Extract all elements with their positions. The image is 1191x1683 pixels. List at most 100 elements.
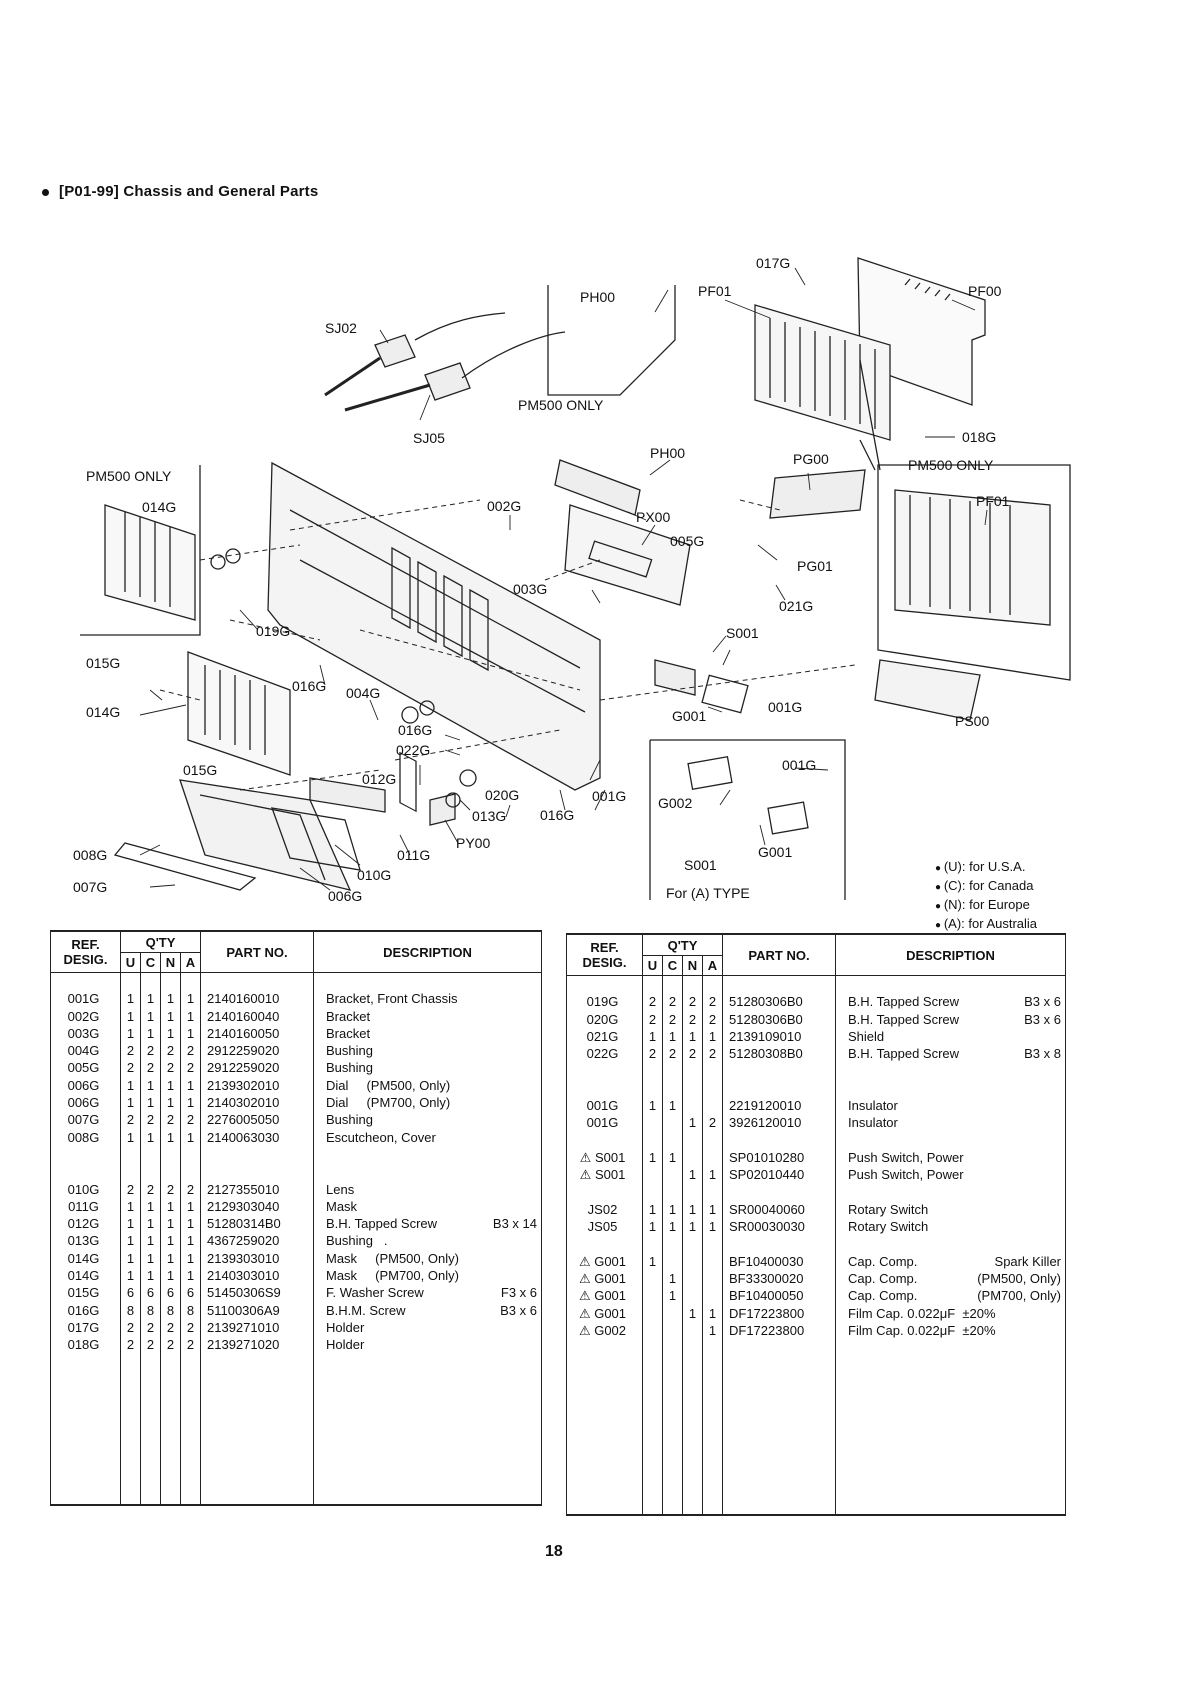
cell-part: BF10400030 <box>722 1252 836 1271</box>
cell-ref: 002G <box>50 1007 121 1025</box>
table-row <box>566 1062 1066 1080</box>
cell-u: 2 <box>120 1180 141 1198</box>
cell-c: 1 <box>140 1007 161 1025</box>
description-text: Bracket <box>326 1025 371 1041</box>
cell-c: 1 <box>662 1200 683 1219</box>
cell-part: SP02010440 <box>722 1166 836 1184</box>
lens-strip <box>309 777 386 813</box>
cell-ref: JS02 <box>566 1200 643 1219</box>
filler-cell <box>140 1353 161 1506</box>
label-004g: 004G <box>346 685 380 701</box>
label-py00: PY00 <box>456 835 490 851</box>
label-016g-c: 016G <box>540 807 574 823</box>
label-003g: 003G <box>513 581 547 597</box>
cell-a <box>702 1235 723 1253</box>
cell-n: 2 <box>160 1180 181 1198</box>
description-text: Holder <box>326 1319 365 1335</box>
exploded-view-diagram: SJ02 SJ05 PH00 PM500 ONLY PF01 017G PF00… <box>73 255 1071 904</box>
cell-a <box>702 975 723 994</box>
cell-a <box>702 1270 723 1288</box>
cell-ref: 022G <box>566 1045 643 1063</box>
cell-description: Holder <box>313 1318 542 1337</box>
cell-description: Dial (PM700, Only) <box>313 1094 542 1112</box>
cell-n <box>682 1062 703 1080</box>
table-filler-row <box>566 1339 1066 1517</box>
label-pf01-right: PF01 <box>976 493 1010 509</box>
cell-a: 1 <box>180 1076 201 1095</box>
label-pf00: PF00 <box>968 283 1002 299</box>
label-017g: 017G <box>756 255 790 271</box>
cell-ref: 010G <box>50 1180 121 1198</box>
cell-n <box>682 1287 703 1305</box>
label-021g: 021G <box>779 598 813 614</box>
cell-description: Bushing . <box>313 1232 542 1250</box>
cell-u: 6 <box>120 1284 141 1302</box>
header-ref: REF. <box>71 937 100 952</box>
label-sj05: SJ05 <box>413 430 445 446</box>
cell-c: 1 <box>662 1287 683 1305</box>
cell-a: 1 <box>180 1232 201 1250</box>
label-022g: 022G <box>396 742 430 758</box>
description-spec: B3 x 6 <box>1024 1011 1061 1027</box>
cell-a: 1 <box>180 1094 201 1112</box>
cell-part: 51450306S9 <box>200 1284 314 1302</box>
cell-a <box>180 972 201 991</box>
cell-a: 6 <box>180 1284 201 1302</box>
header-qty: Q'TY <box>120 930 201 953</box>
cell-description: Bracket, Front Chassis <box>313 990 542 1008</box>
header-desig: DESIG. <box>63 952 108 967</box>
cell-a: 2 <box>180 1111 201 1129</box>
header-u: U <box>642 955 663 976</box>
cell-c <box>662 1252 683 1271</box>
cell-c: 1 <box>140 1128 161 1146</box>
cell-part <box>722 1079 836 1098</box>
description-text: Cap. Comp. <box>848 1253 918 1269</box>
cell-u: 1 <box>120 1197 141 1216</box>
ps00-board <box>874 659 981 721</box>
cell-description: Dial (PM500, Only) <box>313 1076 542 1095</box>
filler-cell <box>120 1353 141 1506</box>
cell-a: 2 <box>180 1336 201 1354</box>
header-n: N <box>682 955 703 976</box>
cell-part: 51280306B0 <box>722 1010 836 1028</box>
cell-part <box>722 1235 836 1253</box>
filler-cell <box>180 1353 201 1506</box>
description-text: Rotary Switch <box>848 1201 929 1217</box>
cell-c <box>662 975 683 994</box>
cell-part: 2139302010 <box>200 1076 314 1095</box>
cell-part: 2140063030 <box>200 1128 314 1146</box>
cell-c: 1 <box>140 1024 161 1043</box>
filler-cell <box>566 1339 643 1517</box>
description-spec: (PM500, Only) <box>977 1271 1061 1287</box>
filler-cell <box>200 1353 314 1506</box>
cell-ref <box>566 975 643 994</box>
description-text: B.H.M. Screw <box>326 1302 406 1318</box>
legend-item: (U): for U.S.A. <box>935 858 1037 877</box>
cell-ref: 017G <box>50 1318 121 1337</box>
cell-part: 2129303040 <box>200 1197 314 1216</box>
header-part-no: PART NO. <box>200 930 314 973</box>
label-inset-g002: G002 <box>658 795 692 811</box>
cell-description: Insulator <box>835 1097 1066 1115</box>
cell-description <box>835 1183 1066 1201</box>
cell-n <box>160 1145 181 1164</box>
description-text: Bushing <box>326 1060 373 1076</box>
cell-u: 2 <box>120 1336 141 1354</box>
table-row <box>566 1131 1066 1149</box>
cell-n: 1 <box>682 1027 703 1046</box>
label-pg00: PG00 <box>793 451 829 467</box>
cell-u: 1 <box>120 1215 141 1233</box>
description-text: Lens <box>326 1181 355 1197</box>
cell-u: 1 <box>120 1249 141 1268</box>
cell-u: 2 <box>120 1318 141 1337</box>
cell-n <box>682 1148 703 1167</box>
cell-description: Push Switch, Power <box>835 1148 1066 1167</box>
cell-part: 2127355010 <box>200 1180 314 1198</box>
label-014g: 014G <box>86 704 120 720</box>
cell-a: 1 <box>702 1321 723 1340</box>
cell-n: 2 <box>160 1318 181 1337</box>
cell-n <box>160 1163 181 1181</box>
